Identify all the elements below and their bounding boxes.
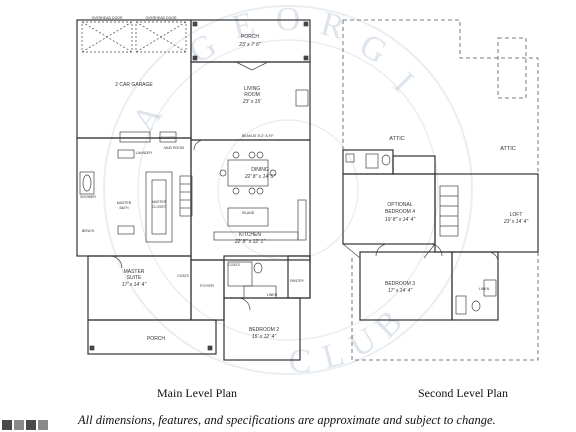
second-level-labels: ATTIC ATTIC OPTIONAL BEDROOM 4 19' 8" x … — [385, 136, 528, 294]
disclaimer-text: All dimensions, features, and specificat… — [78, 413, 496, 427]
label-coats-2: COATS — [228, 263, 240, 267]
label-living-dim: 23' x 15' — [242, 99, 262, 105]
label-bedroom-3: BEDROOM 3 — [385, 281, 415, 287]
label-master-closet: MASTER — [152, 200, 167, 204]
watermark-letter: E — [228, 5, 258, 46]
watermark-letter: G — [183, 27, 223, 71]
label-porch-top: PORCH — [241, 34, 259, 40]
label-living: LIVING — [244, 86, 261, 92]
label-master-closet-2: CLOSET — [152, 205, 167, 209]
label-linen: LINEN — [267, 293, 278, 297]
label-overhead-door-2: OVERHEAD DOOR — [145, 16, 177, 20]
label-attic-right: ATTIC — [500, 146, 516, 152]
label-optional-dim: 19' 8" x 14' 4" — [385, 217, 415, 223]
label-kitchen: KITCHEN — [239, 232, 261, 238]
label-loft: LOFT — [510, 212, 523, 218]
label-loft-dim: 23' x 14' 4" — [503, 219, 528, 225]
label-master-bath-2: BATH — [119, 206, 129, 210]
watermark-letter: C — [289, 343, 312, 380]
watermark-letter: G — [353, 27, 393, 71]
georgia-club-watermark — [103, 5, 473, 375]
label-porch-bottom: PORCH — [147, 336, 165, 342]
second-level-attic-outline — [342, 19, 539, 361]
label-master-suite-dim: 17' x 14' 4" — [122, 282, 146, 288]
label-coats: COATS — [177, 274, 189, 278]
logo-mark — [2, 420, 12, 430]
label-master-suite-2: SUITE — [127, 275, 142, 281]
second-level-details — [342, 153, 499, 315]
label-overhead-door-1: OVERHEAD DOOR — [91, 16, 123, 20]
label-optional-2: BEDROOM 4 — [385, 209, 415, 215]
label-pantry: PANTRY — [290, 279, 305, 283]
second-level-caption: Second Level Plan — [418, 386, 508, 400]
label-living-2: ROOM — [244, 92, 260, 98]
main-level-details — [79, 21, 309, 351]
watermark-letter: A — [125, 97, 170, 139]
label-bedroom-3-dim: 17' x 14' 4" — [388, 288, 412, 294]
logo-mark — [14, 420, 24, 430]
watermark-letters: G E O R G I A C L U B — [125, 1, 420, 380]
label-garage: 2 CAR GARAGE — [115, 82, 153, 88]
label-dining: DINING — [251, 167, 269, 173]
label-island: ISLAND — [242, 211, 255, 215]
label-bedroom-2-dim: 15' x 12' 4" — [252, 334, 276, 340]
label-master-suite: MASTER — [124, 269, 145, 275]
label-foyer: FOYER — [200, 283, 214, 288]
label-dining-dim: 22' 8" x 14' 5" — [244, 174, 275, 180]
label-beam: BEAM AT 8'-0" A.F.F. — [242, 134, 274, 138]
second-level-walls — [342, 149, 539, 321]
main-level-caption: Main Level Plan — [157, 386, 237, 400]
main-level-walls — [76, 19, 311, 361]
logo-mark — [26, 420, 36, 430]
label-shower: SHOWER — [80, 195, 96, 199]
label-kitchen-dim: 22' 8" x 12' 1" — [234, 239, 265, 245]
logo-badge — [0, 416, 74, 432]
label-linen-2: LINEN — [479, 287, 490, 291]
label-porch-top-dim: 23' x 7' 6" — [238, 42, 261, 48]
label-attic-left: ATTIC — [389, 136, 405, 142]
watermark-letter: R — [317, 5, 349, 47]
logo-mark — [38, 420, 48, 430]
label-mud-room: MUD ROOM — [164, 146, 184, 150]
main-level-labels: OVERHEAD DOOR OVERHEAD DOOR 2 CAR GARAGE… — [80, 16, 304, 342]
label-bench: BENCH — [82, 229, 95, 233]
label-bedroom-2: BEDROOM 2 — [249, 327, 279, 333]
label-lockers: LOCKERS — [159, 136, 176, 140]
label-optional: OPTIONAL — [387, 202, 413, 208]
label-master-bath: MASTER — [117, 201, 132, 205]
label-laundry: LAUNDRY — [136, 151, 153, 155]
